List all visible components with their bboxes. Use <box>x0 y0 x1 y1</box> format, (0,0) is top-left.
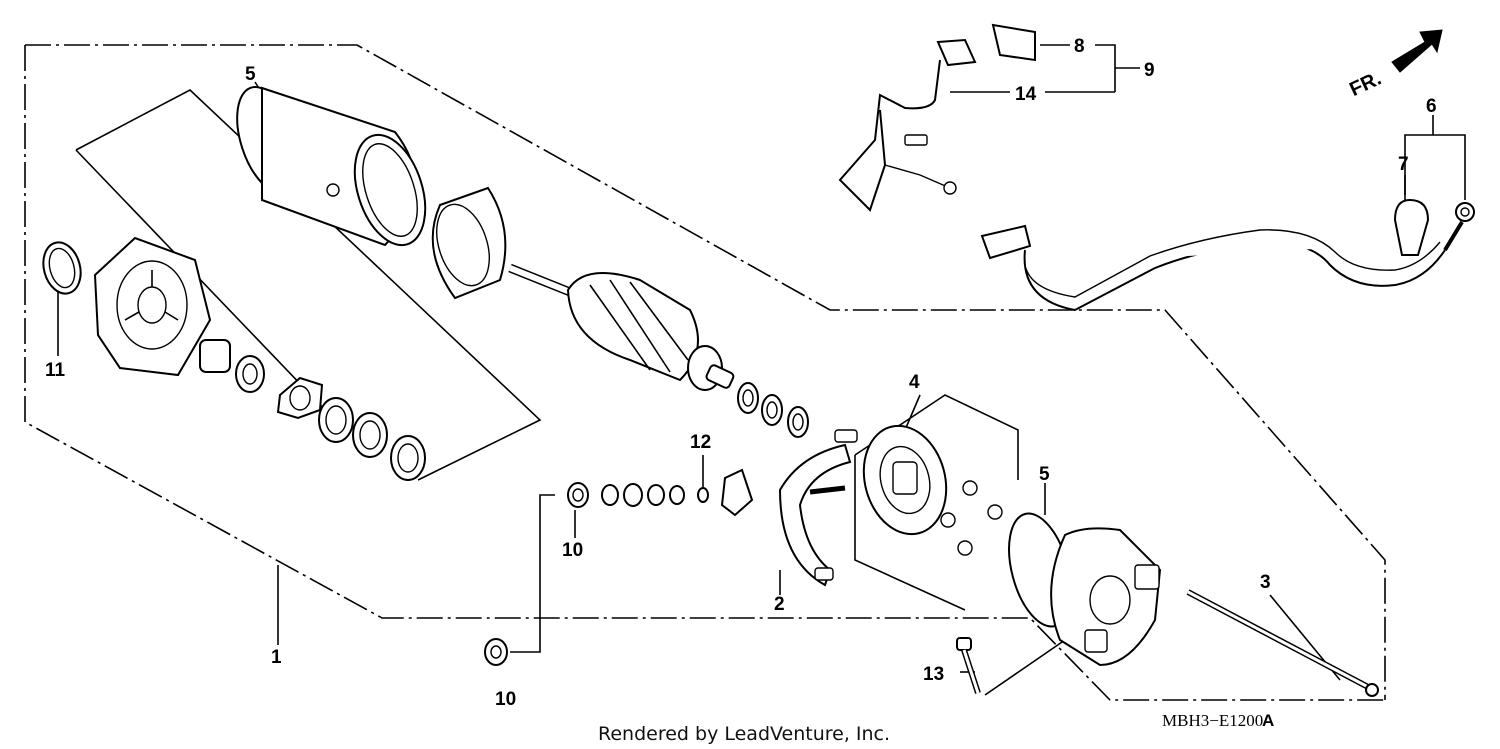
callout-11[interactable]: 11 <box>45 360 66 381</box>
assembly-outline <box>24 44 1386 701</box>
callout-13[interactable]: 13 <box>923 664 944 685</box>
callout-12[interactable]: 12 <box>690 432 711 453</box>
callout-10-lower[interactable]: 10 <box>495 689 516 710</box>
credit-text: Rendered by LeadVenture, Inc. <box>598 723 890 745</box>
end-bracket-part[interactable] <box>427 186 507 300</box>
bearing-set[interactable] <box>199 339 426 481</box>
brush-holder-part[interactable] <box>778 429 858 587</box>
lower-nut-part[interactable] <box>484 638 508 666</box>
callout-7[interactable]: 7 <box>1398 154 1409 175</box>
starter-cable-part[interactable] <box>838 23 1036 212</box>
front-cover-part[interactable] <box>93 236 212 377</box>
callout-2[interactable]: 2 <box>774 594 785 615</box>
callout-5-bottom[interactable]: 5 <box>1039 464 1050 485</box>
callout-8[interactable]: 8 <box>1074 36 1085 57</box>
through-bolt-part[interactable] <box>1186 589 1379 697</box>
callout-10-upper[interactable]: 10 <box>562 540 583 561</box>
brush-holder-assembly-part[interactable] <box>852 417 1003 556</box>
rear-cover-part[interactable] <box>1050 527 1162 667</box>
callout-1[interactable]: 1 <box>271 647 282 668</box>
diagram-code-suffix: A <box>1262 711 1274 730</box>
front-direction-indicator: FR. <box>1346 29 1443 102</box>
armature-washers[interactable] <box>737 382 809 438</box>
callout-6[interactable]: 6 <box>1426 96 1437 117</box>
callouts: 1 2 3 4 5 5 6 7 8 9 10 10 11 12 13 14 <box>45 36 1437 710</box>
callout-5-top[interactable]: 5 <box>245 64 256 85</box>
callout-3[interactable]: 3 <box>1260 572 1271 593</box>
brush-insulator-part[interactable] <box>720 468 754 517</box>
motor-yoke-part[interactable] <box>225 79 438 254</box>
nut-washer-row[interactable] <box>567 482 709 508</box>
callout-9[interactable]: 9 <box>1144 60 1155 81</box>
callout-14[interactable]: 14 <box>1015 84 1037 105</box>
diagram-code: MBH3−E1200 <box>1162 711 1263 730</box>
o-ring-inner <box>48 247 76 289</box>
front-arrow-icon <box>1391 29 1443 73</box>
armature-part[interactable] <box>508 263 735 391</box>
front-label: FR. <box>1346 68 1384 102</box>
ground-cable-part[interactable] <box>980 198 1475 312</box>
bolt-part[interactable] <box>956 637 981 694</box>
callout-4[interactable]: 4 <box>909 372 920 393</box>
